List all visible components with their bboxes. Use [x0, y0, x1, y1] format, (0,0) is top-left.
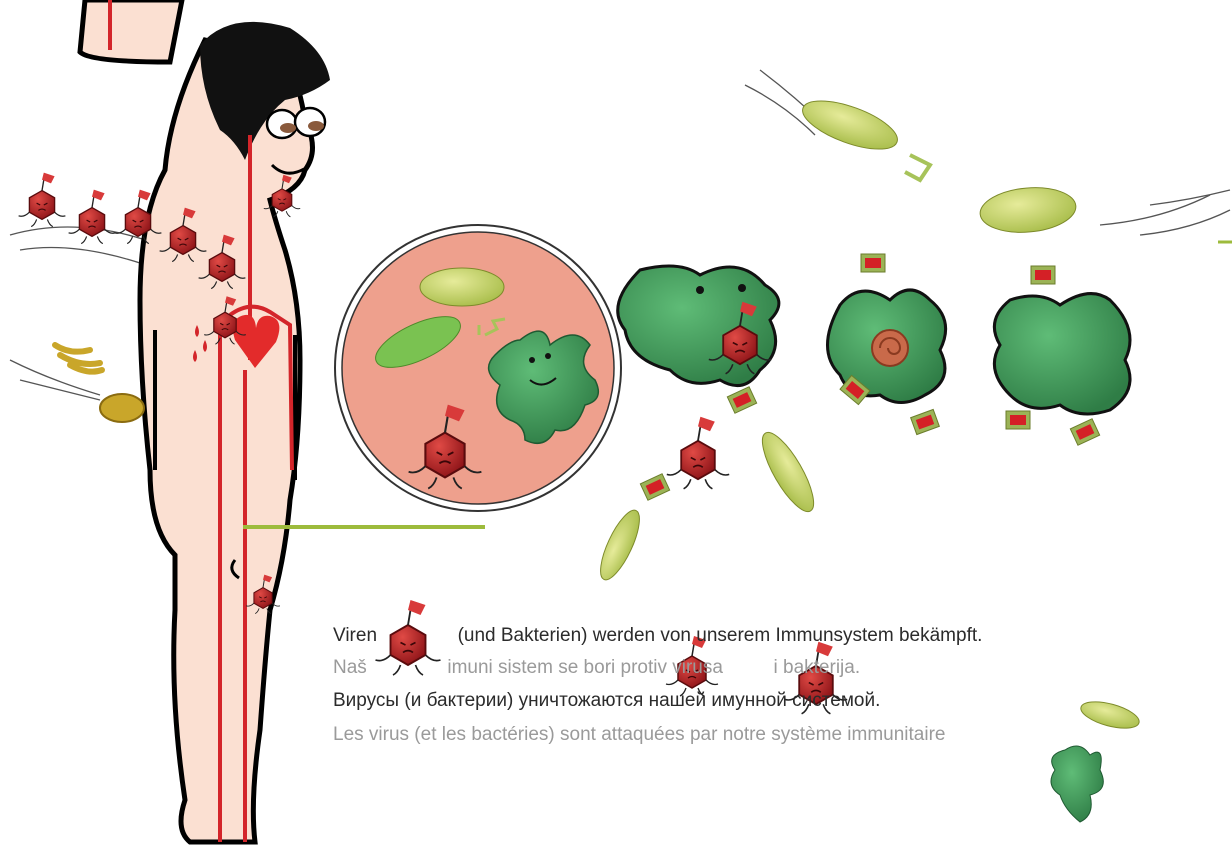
caption-russian: Вирусы (и бактерии) уничтожаются нашей и… — [333, 690, 880, 712]
caption-german-end: (und Bakterien) werden von unserem Immun… — [458, 625, 983, 646]
macrophage-icon — [618, 266, 1130, 414]
zoom-circle — [335, 225, 621, 511]
caption-french: Les virus (et les bactéries) sont attaqu… — [333, 724, 946, 746]
caption-bosnian-middle: imuni sistem se bori protiv virusa — [447, 657, 723, 678]
caption-bosnian: Naš imuni sistem se bori protiv virusa i… — [333, 657, 860, 679]
macrophage-icon — [1051, 697, 1142, 822]
caption-bosnian-end: i bakterija. — [774, 657, 861, 678]
caption-german-start: Viren — [333, 625, 377, 646]
caption-german: Viren (und Bakterien) werden von unserem… — [333, 625, 982, 647]
bacteria-icon — [55, 345, 144, 422]
caption-bosnian-start: Naš — [333, 657, 367, 678]
